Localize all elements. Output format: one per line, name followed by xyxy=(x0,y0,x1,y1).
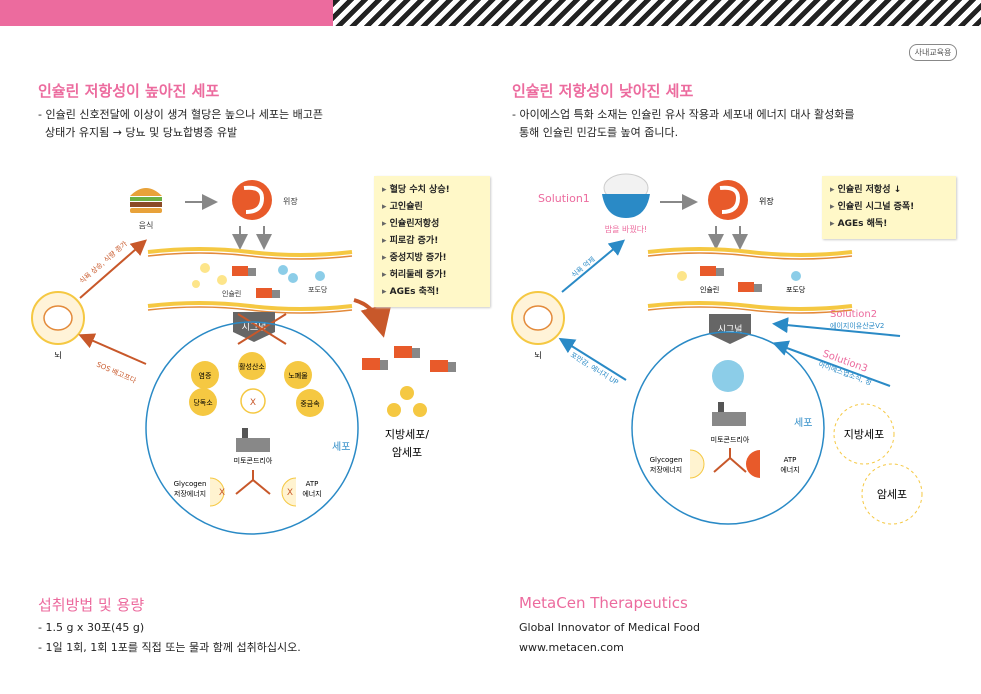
right-benefit-note: 인슐린 저항성 ↓ 인슐린 시그널 증폭! AGEs 해독! xyxy=(822,176,956,239)
cell-outline xyxy=(631,331,825,525)
solution2-label: Solution2 xyxy=(830,309,877,320)
note-item: 혈당 수치 상승! xyxy=(382,182,482,199)
svg-text:X: X xyxy=(219,488,225,498)
stomach-label: 위장 xyxy=(283,196,298,206)
fat-label: 지방세포 xyxy=(844,428,884,441)
trucks-group xyxy=(362,346,456,372)
cancer-cell-circle xyxy=(861,463,923,525)
glucose-label: 포도당 xyxy=(786,285,806,294)
satiety-label: 포만감, 에너지 UP xyxy=(569,350,620,387)
left-symptom-note: 혈당 수치 상승! 고인슐린 인슐린저항성 피로감 증가! 중성지방 증가! 허… xyxy=(374,176,490,307)
note-item: 인슐린 시그널 증폭! xyxy=(830,199,948,216)
cancer-label: 암세포 xyxy=(877,488,907,501)
truck-icon xyxy=(700,266,762,292)
right-desc: - 아이에스업 특화 소재는 인슐린 유사 작용과 세포내 에너지 대사 활성화… xyxy=(512,108,855,139)
signal-label: 시그널 xyxy=(242,322,267,333)
toxin-spikes xyxy=(189,352,324,417)
internal-use-badge: 사내교육용 xyxy=(909,44,957,61)
brain-icon xyxy=(31,291,85,345)
cell-label: 세포 xyxy=(794,417,812,429)
fat-cell-circle xyxy=(833,403,895,465)
stomach-icon xyxy=(232,180,272,220)
intake-lines: - 1.5 g x 30포(45 g) - 1일 1회, 1회 1포를 직접 또… xyxy=(38,621,301,654)
insulin-label: 인슐린 xyxy=(700,285,719,294)
fat-cancer-label: 지방세포/암세포 xyxy=(385,428,429,459)
note-item: 고인슐린 xyxy=(382,199,482,216)
note-item: 허리둘레 증가! xyxy=(382,267,482,284)
note-item: 피로감 증가! xyxy=(382,233,482,250)
company-info: Global Innovator of Medical Food www.met… xyxy=(519,618,700,658)
left-title: 인슐린 저항성이 높아진 세포 xyxy=(38,82,220,100)
brain-label: 뇌 xyxy=(54,351,61,360)
svg-text:X: X xyxy=(287,488,293,498)
factory-icon xyxy=(236,428,270,452)
left-desc: - 인슐린 신호전달에 이상이 생겨 혈당은 높으나 세포는 배고픈 상태가 유… xyxy=(38,108,323,139)
sos-label: SOS 배고프다 xyxy=(95,360,138,386)
x-mark: X xyxy=(250,398,256,408)
solution2-sub: 에이지이유산균V2 xyxy=(830,321,884,330)
fat-cells-icon xyxy=(387,386,427,417)
note-item: AGEs 해독! xyxy=(830,216,948,233)
rice-bowl-icon xyxy=(602,173,650,218)
spike-label: 중금속 xyxy=(300,400,320,408)
truck-icon xyxy=(232,266,280,298)
brain-label: 뇌 xyxy=(534,351,541,360)
signal-arrow xyxy=(233,312,275,342)
mito-label: 미토콘드리아 xyxy=(234,456,273,465)
signal-arrow xyxy=(709,314,751,344)
glycogen-half xyxy=(689,449,705,479)
spike-label: 활성산소 xyxy=(239,362,265,371)
glucose-particles xyxy=(192,263,325,288)
glucose-label: 포도당 xyxy=(308,285,328,294)
spike-label: 노폐물 xyxy=(288,371,308,380)
spike-label: 염증 xyxy=(199,372,212,380)
rice-label: 밥을 바꿨다! xyxy=(605,224,648,234)
spike-label: 당독소 xyxy=(193,398,213,407)
note-item: 인슐린 저항성 ↓ xyxy=(830,182,948,199)
note-item: 인슐린저항성 xyxy=(382,216,482,233)
intake-title: 섭취방법 및 용량 xyxy=(38,596,145,614)
solution1-label: Solution1 xyxy=(538,192,590,205)
signal-bubble xyxy=(712,360,744,392)
stomach-label: 위장 xyxy=(759,196,774,206)
right-title: 인슐린 저항성이 낮아진 세포 xyxy=(512,82,694,100)
insulin-label: 인슐린 xyxy=(222,289,241,298)
stomach-icon xyxy=(708,180,748,220)
brain-icon xyxy=(511,291,565,345)
signal-label: 시그널 xyxy=(718,324,743,335)
factory-icon xyxy=(712,402,746,426)
mito-label: 미토콘드리아 xyxy=(711,435,750,444)
food-label: 음식 xyxy=(139,221,154,230)
cell-outline xyxy=(145,321,359,535)
company-url[interactable]: www.metacen.com xyxy=(519,641,624,654)
top-bar-pink xyxy=(0,0,333,26)
atp-half xyxy=(746,450,760,478)
note-item: AGEs 축적! xyxy=(382,284,482,301)
top-bar-pattern xyxy=(333,0,981,26)
note-item: 중성지방 증가! xyxy=(382,250,482,267)
burger-icon xyxy=(130,188,162,213)
company-name: MetaCen Therapeutics xyxy=(519,594,688,612)
cell-label: 세포 xyxy=(332,441,350,453)
